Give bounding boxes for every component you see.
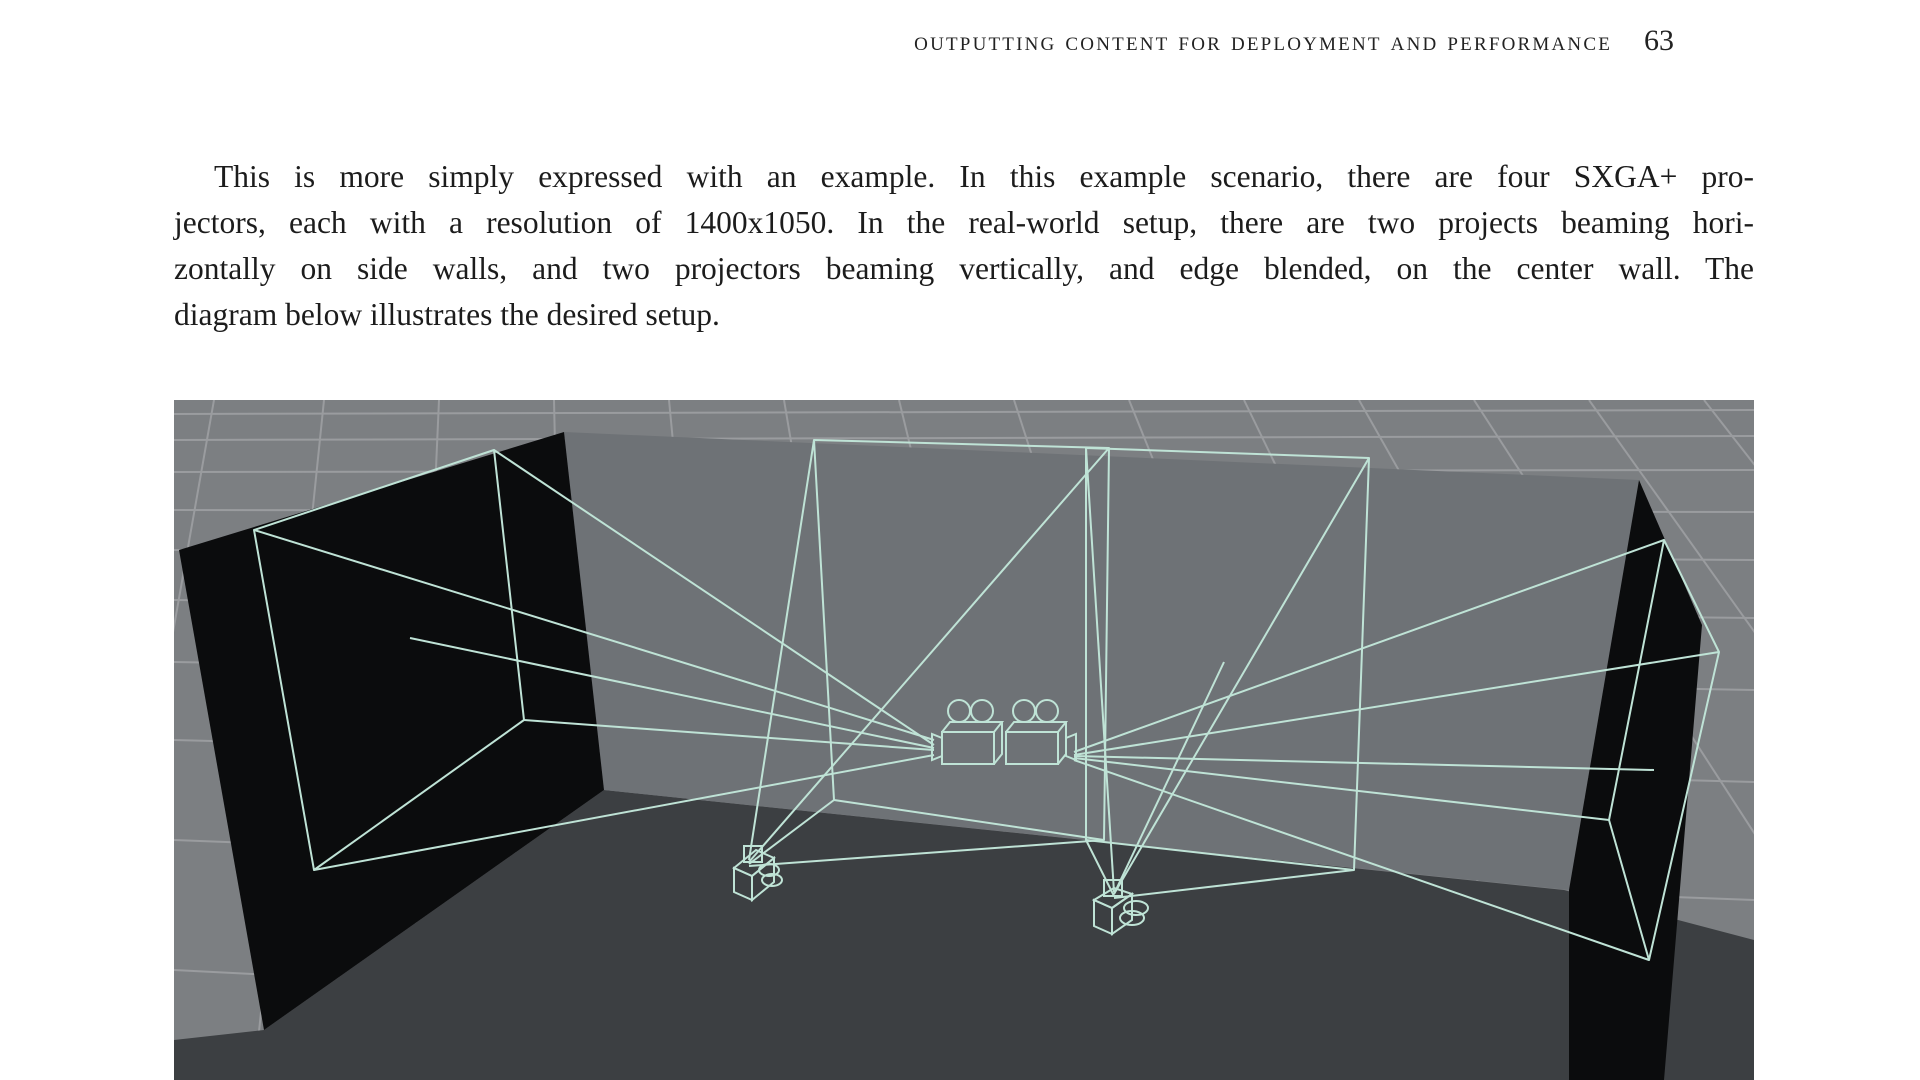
projector-setup-diagram [174,400,1754,1080]
floor-projector-left [732,845,783,903]
body-paragraph: This is more simply expressed with an ex… [174,154,1754,338]
left-wall [179,432,604,1030]
right-wall [1569,480,1702,1080]
running-head: OUTPUTTING CONTENT FOR DEPLOYMENT AND PE… [914,24,1674,58]
paragraph-line: diagram below illustrates the desired se… [174,297,720,332]
paragraph-line: zontally on side walls, and two projecto… [174,251,1754,286]
side-projector-left [931,699,1005,765]
projector-setup-figure [174,400,1754,1080]
projection-wireframes [253,439,1720,961]
page-number: 63 [1644,24,1674,57]
side-projector-right [1005,699,1077,765]
floor-projector-right [1091,879,1149,936]
paragraph-line: This is more simply expressed with an ex… [214,159,1754,194]
running-title: OUTPUTTING CONTENT FOR DEPLOYMENT AND PE… [914,26,1612,56]
projector-bodies [732,699,1149,936]
room-floor [174,790,1754,1080]
paragraph-line: jectors, each with a resolution of 1400x… [174,205,1754,240]
